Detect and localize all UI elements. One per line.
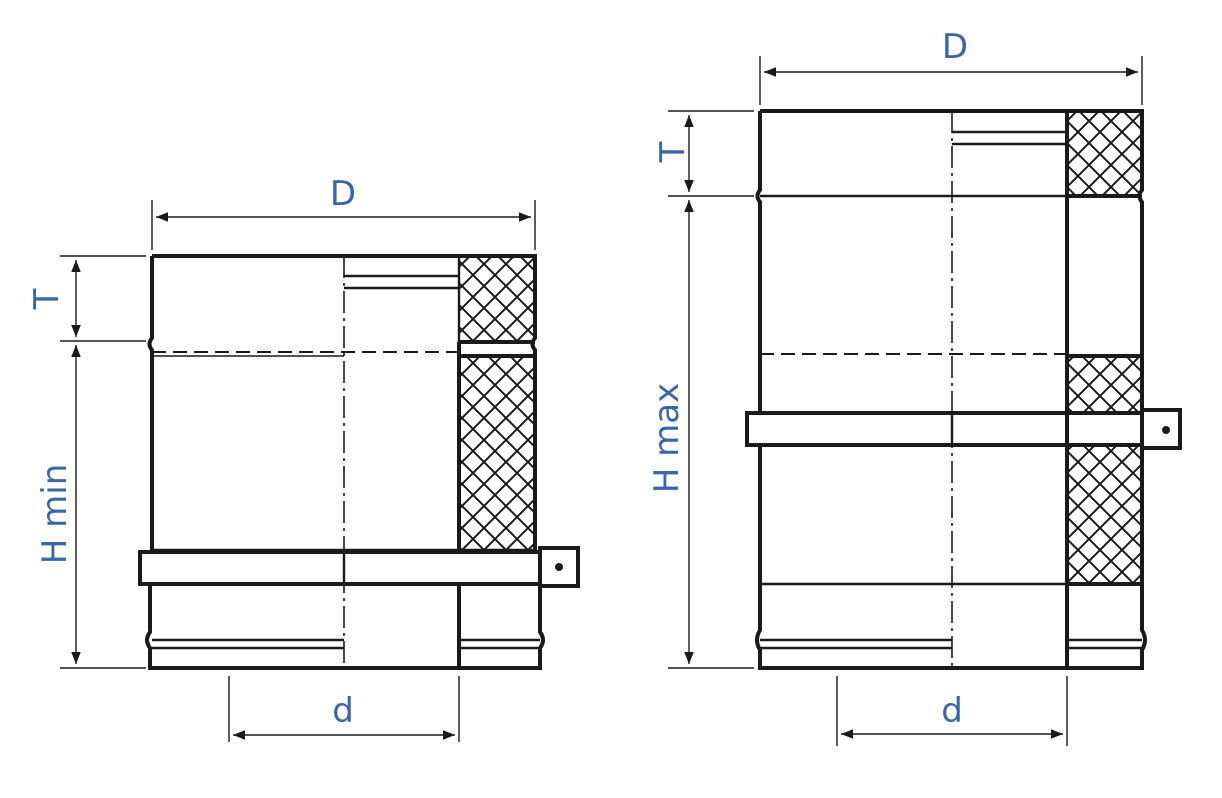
right-insulation-bottom [1067, 446, 1142, 584]
right-insulation-top [1067, 113, 1142, 195]
left-insulation-main [459, 356, 535, 549]
left-spigot [145, 584, 545, 670]
left-clamp-band [138, 550, 542, 586]
right-clamp-band [745, 411, 1144, 447]
left-label-t: T [27, 288, 67, 310]
left-clamp-lug [538, 546, 580, 588]
right-label-d-outer: D [942, 27, 968, 67]
right-label-t: T [653, 141, 693, 163]
left-label-h-min: H min [35, 464, 75, 565]
left-pipe-diagram: D T H min d [27, 174, 580, 742]
left-label-d-inner: d [332, 691, 354, 731]
right-insulation-middle [1067, 356, 1142, 412]
right-pipe-diagram: D T H max d [647, 27, 1182, 746]
left-label-d-outer: D [330, 174, 356, 214]
right-clamp-bolt [1162, 426, 1170, 434]
left-insulation-top [459, 258, 535, 342]
right-label-h-max: H max [647, 383, 687, 493]
right-label-d-inner: d [941, 691, 963, 731]
left-clamp-bolt [555, 563, 563, 571]
right-clamp-lug [1140, 408, 1182, 450]
